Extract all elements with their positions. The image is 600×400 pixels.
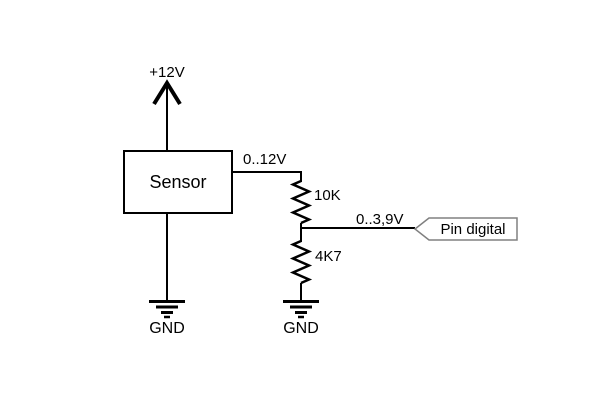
resistor-10k-value-label: 10K [314,187,341,204]
sensor-box [123,150,233,214]
wire-sensor-output [232,171,302,182]
supply-voltage-label: +12V [149,64,184,81]
ground-label-right: GND [283,320,319,337]
ground-symbol-right [283,300,319,319]
pin-digital-label: Pin digital [440,221,505,238]
power-arrow-icon [152,79,182,151]
resistor-4k7-value-label: 4K7 [315,248,342,265]
arrowhead-up-icon [152,79,182,106]
resistor-10k-symbol [289,179,313,225]
divider-output-signal-label: 0..3,9V [356,211,404,228]
ground-symbol-left [149,300,185,319]
ground-label-left: GND [149,320,185,337]
sensor-label: Sensor [149,172,206,192]
resistor-4k7-symbol [289,239,313,285]
pin-digital-flag [413,217,518,241]
sensor-output-signal-label: 0..12V [243,151,286,168]
